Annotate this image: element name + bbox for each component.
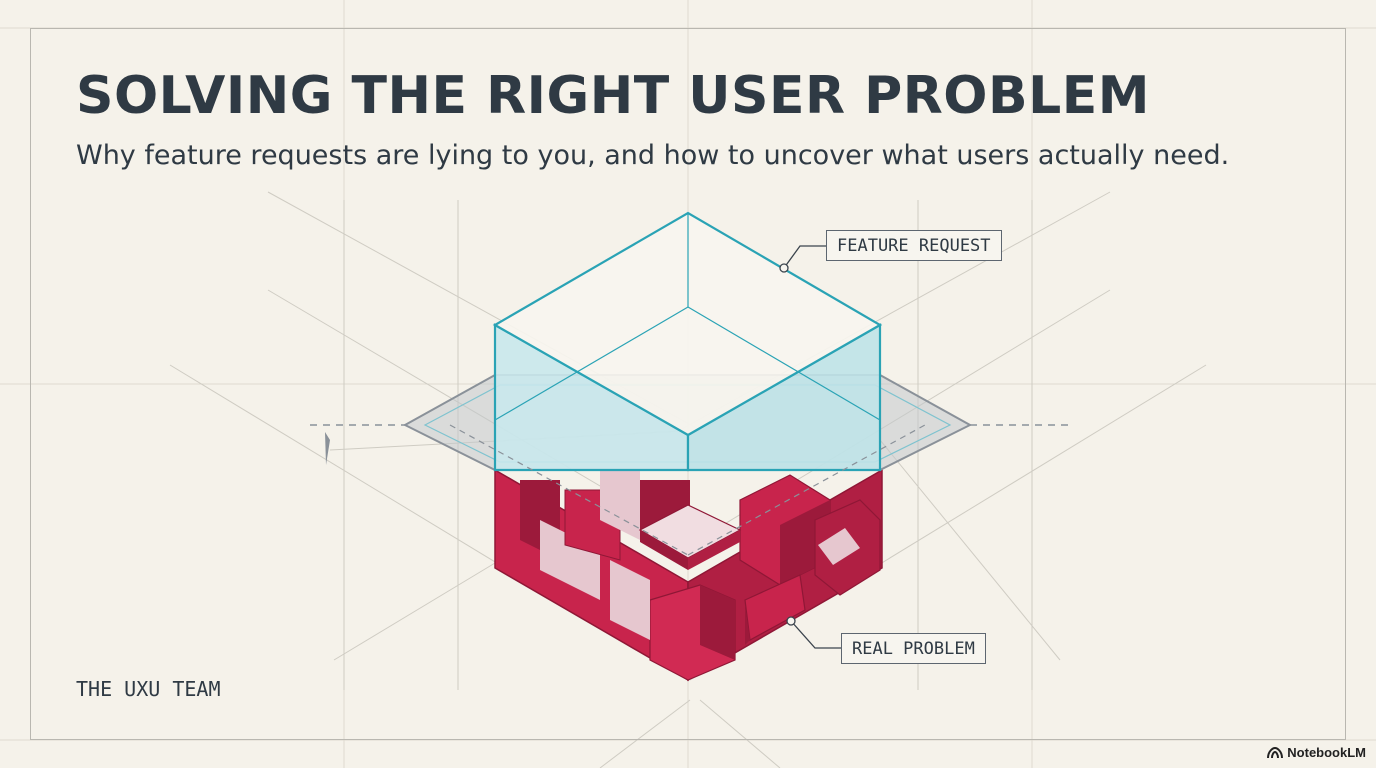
- small-marker: [325, 432, 330, 465]
- slide-frame: [30, 28, 1346, 740]
- slide-title: SOLVING THE RIGHT USER PROBLEM: [76, 66, 1151, 126]
- notebooklm-logo-icon: [1267, 746, 1284, 758]
- brand-watermark: NotebookLM: [1267, 745, 1366, 760]
- callout-real-dot: [786, 616, 796, 626]
- author-team: THE UXU TEAM: [76, 677, 221, 701]
- brand-name: NotebookLM: [1287, 745, 1366, 760]
- callout-real-leader: [790, 620, 841, 649]
- callout-feature-dot: [779, 263, 789, 273]
- real-problem-label: REAL PROBLEM: [841, 633, 986, 664]
- callout-feature-leader: [783, 245, 826, 269]
- feature-request-box: [449, 211, 926, 556]
- slide-subtitle: Why feature requests are lying to you, a…: [76, 140, 1230, 171]
- real-problem-structure: [494, 468, 883, 682]
- feature-request-label: FEATURE REQUEST: [826, 230, 1002, 261]
